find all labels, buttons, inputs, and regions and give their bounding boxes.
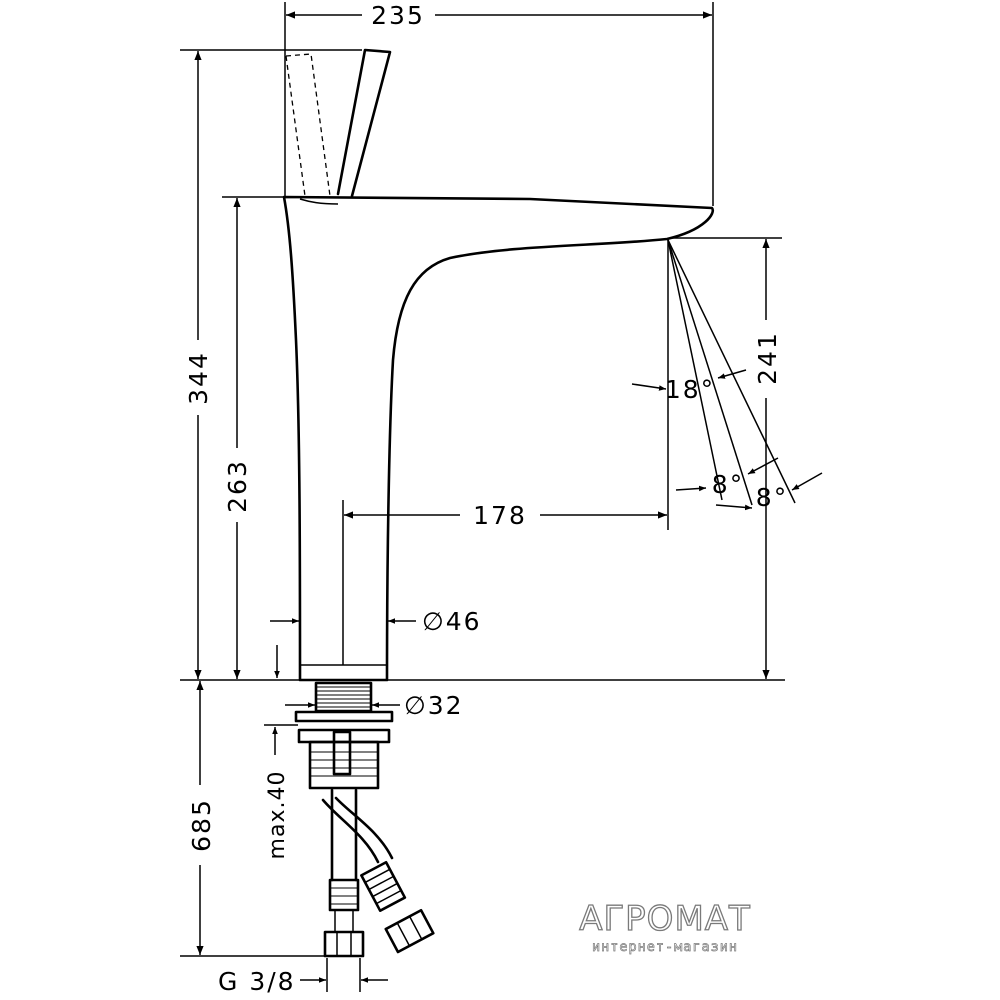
dim-total-height-label: 344 (184, 351, 213, 405)
dim-total-height: 344 (180, 49, 362, 679)
hose-bent (321, 796, 394, 864)
hose-straight-ferrule-lines (330, 887, 358, 905)
dim-max-mount-label: max.40 (265, 771, 290, 860)
dim-total-width: 235 (284, 1, 714, 206)
dim-body-diameter: ∅46 (270, 607, 482, 636)
fixing-screw (332, 730, 352, 776)
dim-body-diameter-label: ∅46 (422, 607, 482, 636)
nut-threads (310, 751, 378, 777)
dim-spout-reach: 178 (344, 501, 667, 530)
dim-shank-diameter-label: ∅32 (404, 691, 464, 720)
mounting-assembly (294, 681, 435, 958)
hose-bent-ferrule (360, 860, 407, 912)
washer-upper (294, 710, 394, 723)
watermark: АГРОМАТ интернет-магазин (579, 898, 751, 955)
shank-threads (316, 686, 371, 708)
spout-top-line (299, 198, 339, 205)
dim-shank-diameter: ∅32 (285, 691, 464, 720)
faucet-body (282, 48, 715, 682)
handle-lever (336, 48, 392, 198)
dim-body-height: 263 (222, 196, 284, 679)
hose-bent-nut (384, 908, 435, 954)
dim-connection-thread: G 3/8 (218, 958, 388, 996)
spray-angle-right-label: 8° (756, 483, 788, 512)
hose-straight-ferrule (328, 878, 360, 912)
dim-body-height-label: 263 (223, 459, 252, 513)
body-outline (282, 195, 715, 682)
watermark-subtitle: интернет-магазин (592, 939, 738, 955)
dim-connection-thread-label: G 3/8 (218, 967, 296, 996)
dim-max-mount: max.40 (264, 724, 298, 860)
dim-hose-length-label: 685 (187, 798, 216, 852)
hose-straight-nut (323, 930, 365, 958)
dim-total-width-label: 235 (371, 1, 425, 30)
dim-hose-length: 685 (180, 681, 324, 957)
dim-spout-reach-label: 178 (473, 501, 527, 530)
mounting-nut (308, 740, 380, 790)
spray-angle-left-label: 8° (712, 470, 744, 499)
dim-spout-height: 241 (670, 237, 782, 679)
watermark-brand: АГРОМАТ (579, 899, 751, 939)
hose-straight (330, 788, 358, 882)
dim-spout-height-label: 241 (753, 331, 782, 385)
spray-angle: 18° 8° 8° (631, 239, 823, 530)
spray-angle-total-label: 18° (665, 375, 715, 404)
handle-lever-open-position (285, 53, 331, 197)
